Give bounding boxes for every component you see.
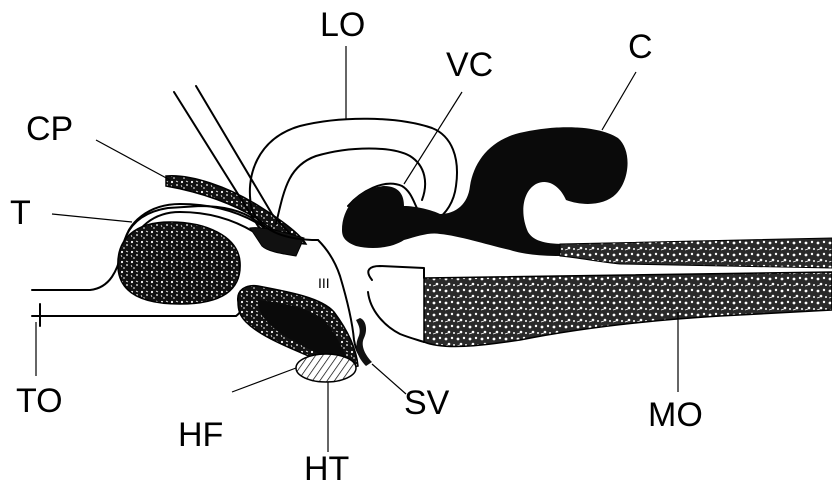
label-c: C: [628, 30, 653, 64]
label-sv: SV: [404, 386, 449, 420]
label-lo: LO: [320, 8, 365, 42]
label-vc: VC: [446, 48, 493, 82]
cerebellum-stripe: [560, 238, 832, 268]
medulla-band: [424, 272, 832, 346]
hypophysis-oval: [296, 354, 356, 382]
label-t: T: [10, 196, 31, 230]
label-cp: CP: [26, 112, 73, 146]
cerebellum-mass: [342, 127, 832, 256]
medulla-under: [368, 292, 424, 342]
label-hf: HF: [178, 418, 223, 452]
label-iii: III: [318, 276, 330, 290]
leader-t: [52, 214, 132, 222]
saccus-vasculosus: [356, 318, 372, 366]
label-mo: MO: [648, 398, 703, 432]
label-to: TO: [16, 384, 63, 418]
leader-c: [602, 72, 636, 130]
medulla-outline: [368, 266, 424, 280]
leader-sv: [372, 364, 406, 394]
thalamus-mass: [118, 222, 240, 304]
leader-vc: [404, 92, 462, 184]
leader-cp: [96, 140, 170, 180]
label-ht: HT: [304, 452, 349, 486]
leader-hf: [232, 368, 296, 392]
